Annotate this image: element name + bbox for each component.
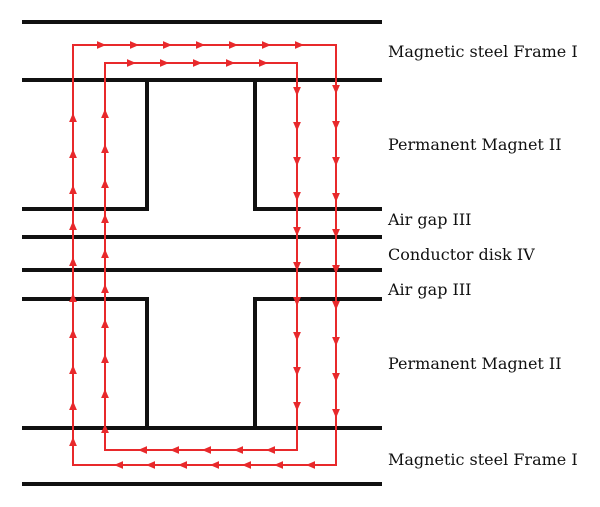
outer-flux-loop-arrowhead [146, 461, 155, 469]
inner-flux-loop-arrowhead [101, 354, 109, 363]
label-frame-top: Magnetic steel Frame I [388, 42, 578, 61]
inner-flux-loop-arrowhead [101, 179, 109, 188]
inner-flux-loop-arrowhead [101, 249, 109, 258]
outer-flux-loop-arrowhead [69, 113, 77, 122]
outer-flux-loop-arrowhead [69, 149, 77, 158]
inner-flux-loop [104, 62, 298, 451]
inner-flux-loop-arrowhead [293, 367, 301, 376]
outer-flux-loop-arrowhead [69, 221, 77, 230]
inner-flux-loop-arrowhead [293, 297, 301, 306]
outer-flux-loop-arrowhead [69, 185, 77, 194]
outer-flux-loop-arrowhead [130, 41, 139, 49]
outer-flux-loop-arrowhead [69, 401, 77, 410]
outer-flux-loop-arrowhead [114, 461, 123, 469]
outer-flux-loop-arrowhead [163, 41, 172, 49]
inner-flux-loop-arrowhead [101, 319, 109, 328]
inner-flux-loop-arrowhead [293, 157, 301, 166]
top-magnet-right-outline [253, 82, 382, 211]
outer-flux-loop-arrowhead [274, 461, 283, 469]
outer-flux-loop-arrowhead [332, 85, 340, 94]
outer-flux-loop-arrowhead [69, 437, 77, 446]
inner-flux-loop-arrowhead [259, 59, 268, 67]
outer-flux-loop-arrowhead [69, 365, 77, 374]
flux-direction-arrows [69, 41, 340, 469]
label-airgap-top: Air gap III [387, 210, 471, 229]
outer-flux-loop-arrowhead [262, 41, 271, 49]
label-magnet-top: Permanent Magnet II [388, 135, 562, 154]
inner-flux-loop-arrowhead [293, 122, 301, 131]
inner-flux-loop-arrowhead [138, 446, 147, 454]
inner-flux-loop-arrowhead [293, 87, 301, 96]
inner-flux-loop-arrowhead [234, 446, 243, 454]
inner-flux-loop-arrowhead [160, 59, 169, 67]
label-magnet-bottom: Permanent Magnet II [388, 354, 562, 373]
label-airgap-bottom: Air gap III [387, 280, 471, 299]
outer-flux-loop-arrowhead [332, 265, 340, 274]
outer-flux-loop-arrowhead [332, 193, 340, 202]
label-frame-bottom: Magnetic steel Frame I [388, 450, 578, 469]
inner-flux-loop-arrowhead [101, 214, 109, 223]
outer-flux-loop-arrowhead [295, 41, 304, 49]
outer-flux-loop-arrowhead [178, 461, 187, 469]
inner-flux-loop-arrowhead [293, 192, 301, 201]
inner-flux-loop-arrowhead [266, 446, 275, 454]
inner-flux-loop-arrowhead [226, 59, 235, 67]
inner-flux-loop-arrowhead [293, 332, 301, 341]
inner-flux-loop-arrowhead [101, 389, 109, 398]
outer-flux-loop-arrowhead [332, 121, 340, 130]
outer-flux-loop-arrowhead [332, 373, 340, 382]
outer-flux-loop-arrowhead [69, 293, 77, 302]
outer-flux-loop-arrowhead [242, 461, 251, 469]
top-magnet-left-outline [22, 82, 149, 211]
label-conductor-disk: Conductor disk IV [388, 245, 535, 264]
inner-flux-loop-arrowhead [127, 59, 136, 67]
outer-flux-loop-arrowhead [97, 41, 106, 49]
inner-flux-loop-arrowhead [101, 109, 109, 118]
outer-flux-loop-arrowhead [306, 461, 315, 469]
outer-flux-loop-arrowhead [229, 41, 238, 49]
inner-flux-loop-arrowhead [293, 402, 301, 411]
outer-flux-loop-arrowhead [69, 257, 77, 266]
outer-flux-loop-arrowhead [332, 229, 340, 238]
inner-flux-loop-arrowhead [193, 59, 202, 67]
inner-flux-loop-arrowhead [170, 446, 179, 454]
outer-flux-loop-arrowhead [332, 157, 340, 166]
bottom-magnet-left-outline [22, 297, 149, 428]
inner-flux-loop-arrowhead [293, 262, 301, 271]
outer-flux-loop-arrowhead [196, 41, 205, 49]
outer-flux-loop-arrowhead [332, 301, 340, 310]
bottom-magnet-right-outline [253, 297, 382, 428]
outer-flux-loop-arrowhead [332, 409, 340, 418]
inner-flux-loop-arrowhead [101, 144, 109, 153]
outer-flux-loop-arrowhead [69, 329, 77, 338]
outer-flux-loop-arrowhead [332, 337, 340, 346]
inner-flux-loop-arrowhead [293, 227, 301, 236]
outer-flux-loop-arrowhead [210, 461, 219, 469]
inner-flux-loop-arrowhead [202, 446, 211, 454]
inner-flux-loop-arrowhead [101, 424, 109, 433]
inner-flux-loop-arrowhead [101, 284, 109, 293]
